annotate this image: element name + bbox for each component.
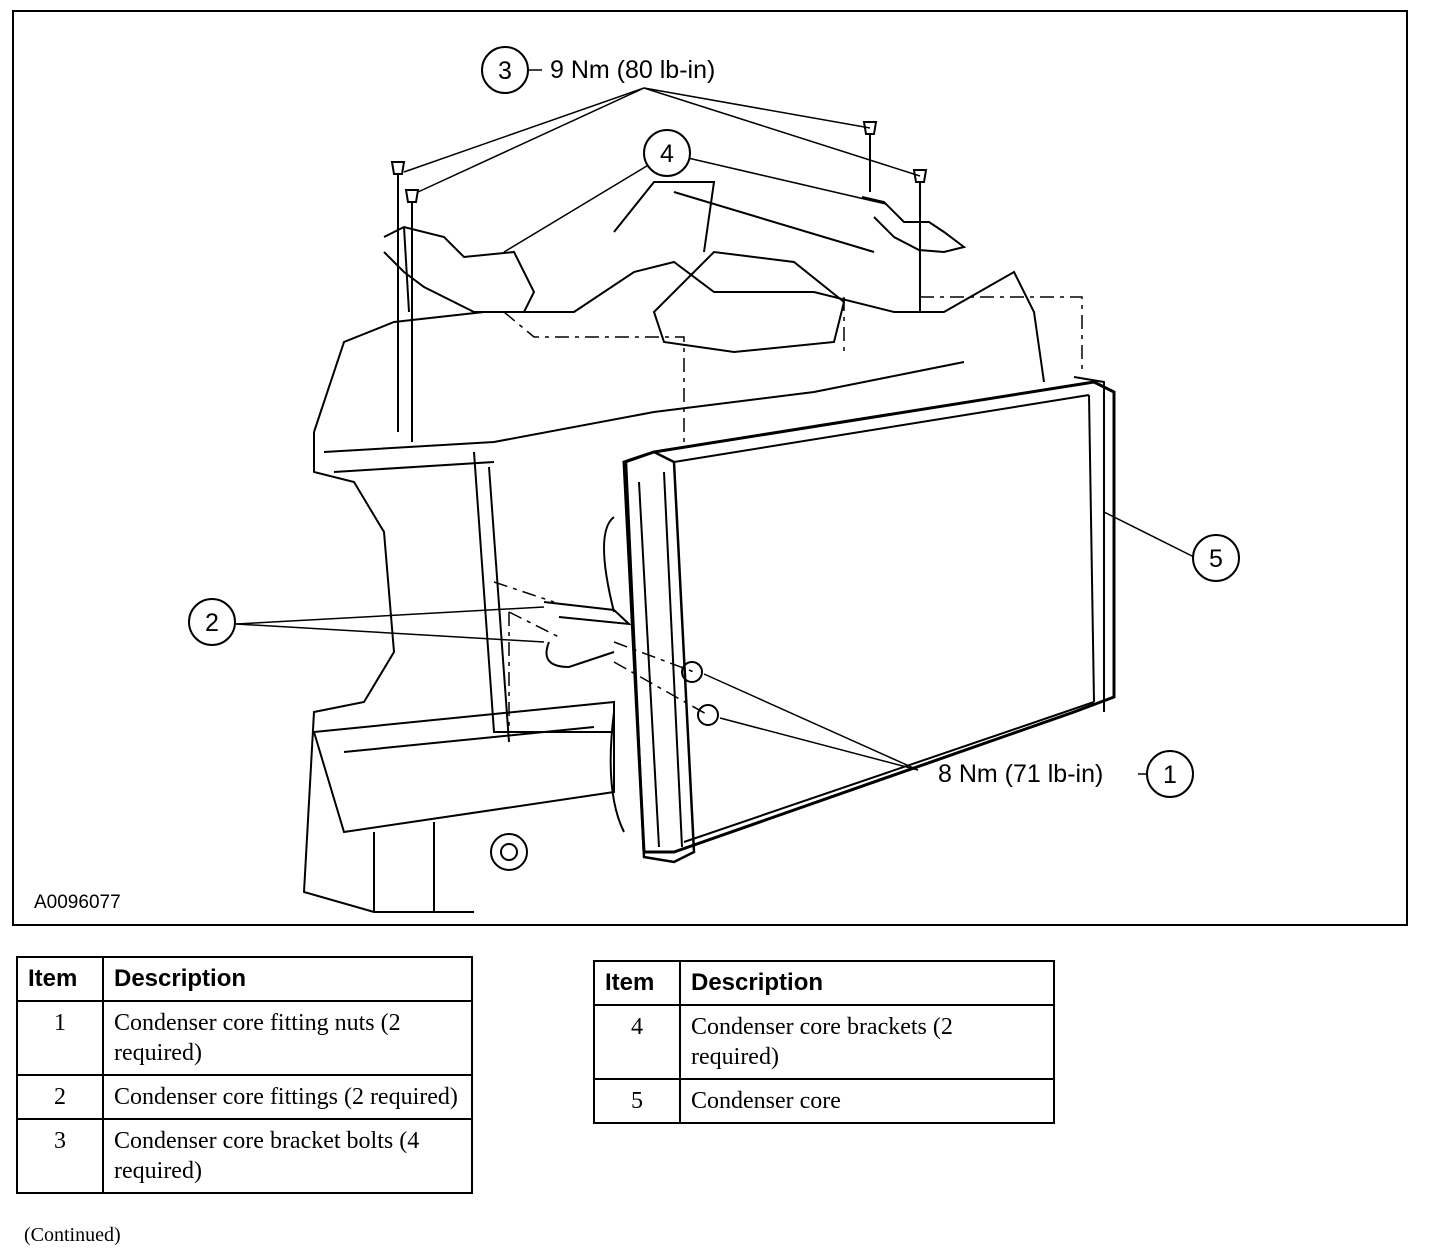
callout-4-number: 4 [660, 140, 674, 168]
diagram-drawing: 3 9 Nm (80 lb-in) 4 5 2 1 8 Nm (71 lb-in… [34, 46, 1240, 913]
item-number: 4 [593, 1004, 681, 1080]
condenser-diagram: 3 9 Nm (80 lb-in) 4 5 2 1 8 Nm (71 lb-in… [12, 10, 1408, 926]
item-number: 3 [16, 1118, 104, 1194]
table-row: 4 Condenser core brackets (2 required) [593, 1004, 1055, 1080]
items-table-left: Item Description 1 Condenser core fittin… [16, 956, 473, 1194]
header-description: Description [102, 956, 473, 1002]
header-item: Item [593, 960, 681, 1006]
table-row: 5 Condenser core [593, 1078, 1055, 1124]
callout-5-number: 5 [1209, 545, 1223, 573]
item-description: Condenser core [679, 1078, 1055, 1124]
callout-3-torque: 9 Nm (80 lb-in) [550, 56, 715, 84]
table-header: Item Description [593, 960, 1055, 1006]
item-description: Condenser core bracket bolts (4 required… [102, 1118, 473, 1194]
callout-2-number: 2 [205, 609, 219, 637]
right-bracket [861, 196, 967, 254]
table-header: Item Description [16, 956, 473, 1002]
item-description: Condenser core fittings (2 required) [102, 1074, 473, 1120]
callout-3-number: 3 [498, 57, 512, 85]
left-bracket [383, 225, 536, 313]
header-description: Description [679, 960, 1055, 1006]
table-row: 2 Condenser core fittings (2 required) [16, 1074, 473, 1120]
table-row: 3 Condenser core bracket bolts (4 requir… [16, 1118, 473, 1194]
header-item: Item [16, 956, 104, 1002]
figure-id: A0096077 [34, 892, 121, 913]
item-number: 5 [593, 1078, 681, 1124]
fitting-nut-2 [697, 704, 719, 726]
table-row: 1 Condenser core fitting nuts (2 require… [16, 1000, 473, 1076]
item-description: Condenser core brackets (2 required) [679, 1004, 1055, 1080]
bracket-bolts [390, 121, 928, 442]
items-table-right: Item Description 4 Condenser core bracke… [593, 960, 1055, 1124]
continued-note: (Continued) [24, 1224, 121, 1246]
condenser-core [622, 380, 1116, 854]
body-structure [313, 260, 1045, 433]
callout-1-torque: 8 Nm (71 lb-in) [938, 760, 1103, 788]
callout-1-number: 1 [1163, 761, 1177, 789]
item-description: Condenser core fitting nuts (2 required) [102, 1000, 473, 1076]
item-number: 2 [16, 1074, 104, 1120]
item-number: 1 [16, 1000, 104, 1076]
fitting-nut-1 [681, 661, 703, 683]
